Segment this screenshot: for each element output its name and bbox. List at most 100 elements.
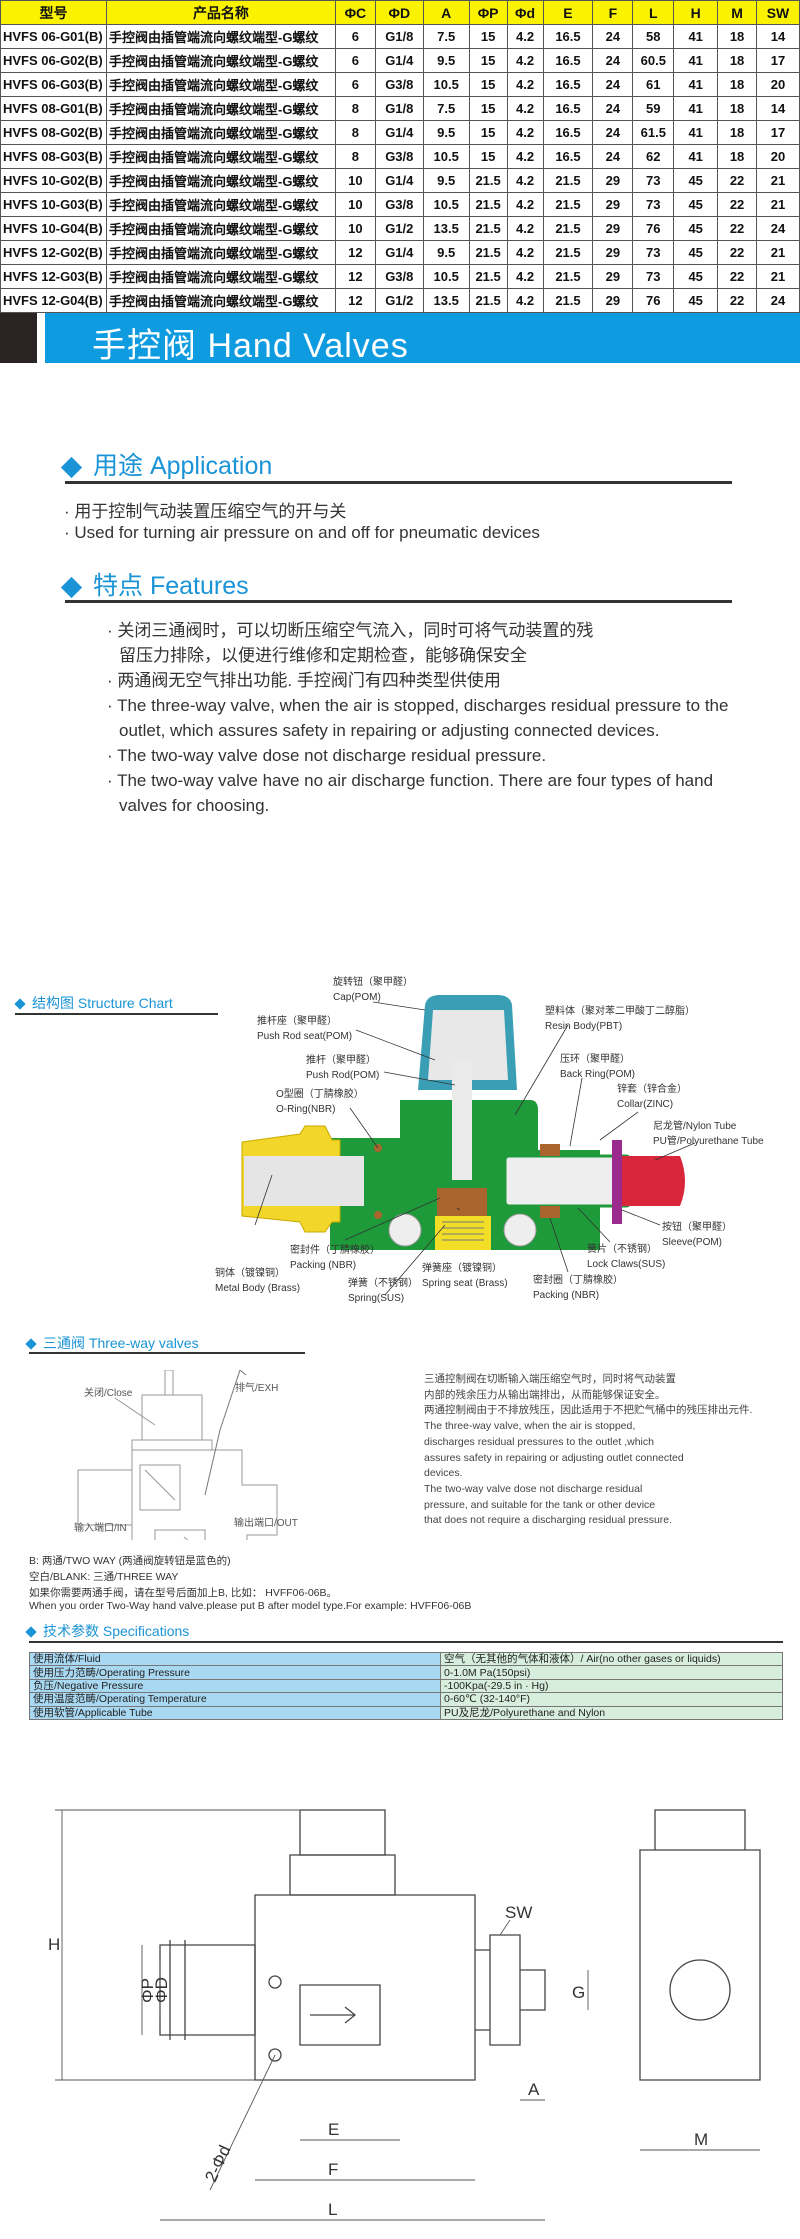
value-cell: 7.5 xyxy=(422,96,470,121)
value-cell: 21.5 xyxy=(468,216,508,241)
value-cell: 24 xyxy=(592,48,634,73)
value-cell: 4.2 xyxy=(506,120,544,145)
dim-H: H xyxy=(48,1935,60,1954)
value-cell: 22 xyxy=(717,168,757,193)
value-cell: 45 xyxy=(673,216,719,241)
specifications-heading-text: 技术参数 Specifications xyxy=(43,1623,190,1639)
cap-shape xyxy=(418,995,517,1090)
product-name-cell: 手控阀由插管端流向螺纹端型-G螺纹 xyxy=(105,192,336,217)
value-cell: 22 xyxy=(717,192,757,217)
value-cell: 58 xyxy=(632,24,675,49)
dim-D: ΦD xyxy=(152,1977,171,2003)
value-cell: G1/2 xyxy=(374,216,424,241)
in-label: 输入端口/IN xyxy=(74,1523,127,1534)
value-cell: G1/8 xyxy=(374,96,424,121)
column-header: F xyxy=(592,0,634,25)
value-cell: 10 xyxy=(334,192,376,217)
label-back-ring: 压环（聚甲醛）Back Ring(POM) xyxy=(560,1054,636,1080)
value-cell: 41 xyxy=(673,48,719,73)
structure-chart-heading: 结构图 Structure Chart xyxy=(14,993,173,1013)
value-cell: 15 xyxy=(468,72,508,97)
value-cell: 14 xyxy=(756,24,800,49)
value-cell: 22 xyxy=(717,288,757,313)
out-label: 输出端口/OUT xyxy=(234,1518,298,1529)
spec-key: 使用温度范畴/Operating Temperature xyxy=(29,1692,441,1707)
value-cell: 41 xyxy=(673,72,719,97)
value-cell: 14 xyxy=(756,96,800,121)
value-cell: 20 xyxy=(756,144,800,169)
value-cell: 4.2 xyxy=(506,168,544,193)
value-cell: 29 xyxy=(592,192,634,217)
value-cell: 21.5 xyxy=(542,264,594,289)
value-cell: G3/8 xyxy=(374,72,424,97)
spec-key: 使用压力范畴/Operating Pressure xyxy=(29,1665,441,1680)
value-cell: 6 xyxy=(334,48,376,73)
specifications-heading: 技术参数 Specifications xyxy=(25,1621,190,1641)
seat-shape xyxy=(437,1188,487,1216)
label-packing-right: 密封圈（丁腈橡胶）Packing (NBR) xyxy=(533,1275,623,1301)
value-cell: 6 xyxy=(334,72,376,97)
push-rod-shape xyxy=(452,1060,472,1180)
spec-value: 空气（无其他的气体和液体）/ Air(no other gases or liq… xyxy=(440,1651,783,1667)
value-cell: 21.5 xyxy=(542,216,594,241)
value-cell: 18 xyxy=(717,24,757,49)
value-cell: 4.2 xyxy=(506,216,544,241)
value-cell: 41 xyxy=(673,96,719,121)
value-cell: 24 xyxy=(756,216,800,241)
feature-item: · The two-way valve dose not discharge r… xyxy=(107,746,547,765)
banner-blue-bar: 手控阀 Hand Valves xyxy=(45,313,800,365)
value-cell: 10.5 xyxy=(422,264,470,289)
value-cell: 73 xyxy=(632,192,675,217)
three-way-heading: 三通阀 Three-way valves xyxy=(25,1333,199,1353)
product-name-cell: 手控阀由插管端流向螺纹端型-G螺纹 xyxy=(105,264,336,289)
features-list: · 关闭三通阀时，可以切断压缩空气流入，同时可将气动装置的残留压力排除，以便进行… xyxy=(107,618,747,818)
divider xyxy=(29,1641,783,1643)
column-header: ΦP xyxy=(468,0,508,25)
value-cell: 8 xyxy=(334,120,376,145)
value-cell: 29 xyxy=(592,240,634,265)
product-name-cell: 手控阀由插管端流向螺纹端型-G螺纹 xyxy=(105,120,336,145)
value-cell: 16.5 xyxy=(542,24,594,49)
ball-shape xyxy=(388,1213,422,1247)
dim-P: ΦP xyxy=(138,1978,157,2003)
spring-coils xyxy=(442,1221,484,1241)
product-name-cell: 手控阀由插管端流向螺纹端型-G螺纹 xyxy=(105,288,336,313)
spring-area xyxy=(435,1216,491,1250)
value-cell: 9.5 xyxy=(422,240,470,265)
product-name-cell: 手控阀由插管端流向螺纹端型-G螺纹 xyxy=(105,48,336,73)
model-cell: HVFS 08-G02(B) xyxy=(0,120,107,145)
three-way-heading-text: 三通阀 Three-way valves xyxy=(43,1335,199,1351)
model-cell: HVFS 06-G03(B) xyxy=(0,72,107,97)
value-cell: 73 xyxy=(632,264,675,289)
column-header: 产品名称 xyxy=(105,0,336,25)
column-header: L xyxy=(632,0,675,25)
label-packing-left: 密封件（丁腈橡胶）Packing (NBR) xyxy=(290,1245,380,1271)
column-header: E xyxy=(542,0,594,25)
value-cell: 59 xyxy=(632,96,675,121)
value-cell: 17 xyxy=(756,48,800,73)
value-cell: 16.5 xyxy=(542,48,594,73)
value-cell: 4.2 xyxy=(506,144,544,169)
value-cell: 9.5 xyxy=(422,48,470,73)
value-cell: 4.2 xyxy=(506,24,544,49)
value-cell: G3/8 xyxy=(374,144,424,169)
product-name-cell: 手控阀由插管端流向螺纹端型-G螺纹 xyxy=(105,216,336,241)
value-cell: 21 xyxy=(756,240,800,265)
application-heading-text: 用途 Application xyxy=(93,452,273,480)
close-label: 关闭/Close xyxy=(84,1388,133,1399)
spec-value: 0-1.0M Pa(150psi) xyxy=(440,1665,783,1680)
hand-valves-banner: 手控阀 Hand Valves xyxy=(0,313,800,365)
value-cell: 18 xyxy=(717,144,757,169)
value-cell: 7.5 xyxy=(422,24,470,49)
value-cell: 61.5 xyxy=(632,120,675,145)
value-cell: 41 xyxy=(673,144,719,169)
